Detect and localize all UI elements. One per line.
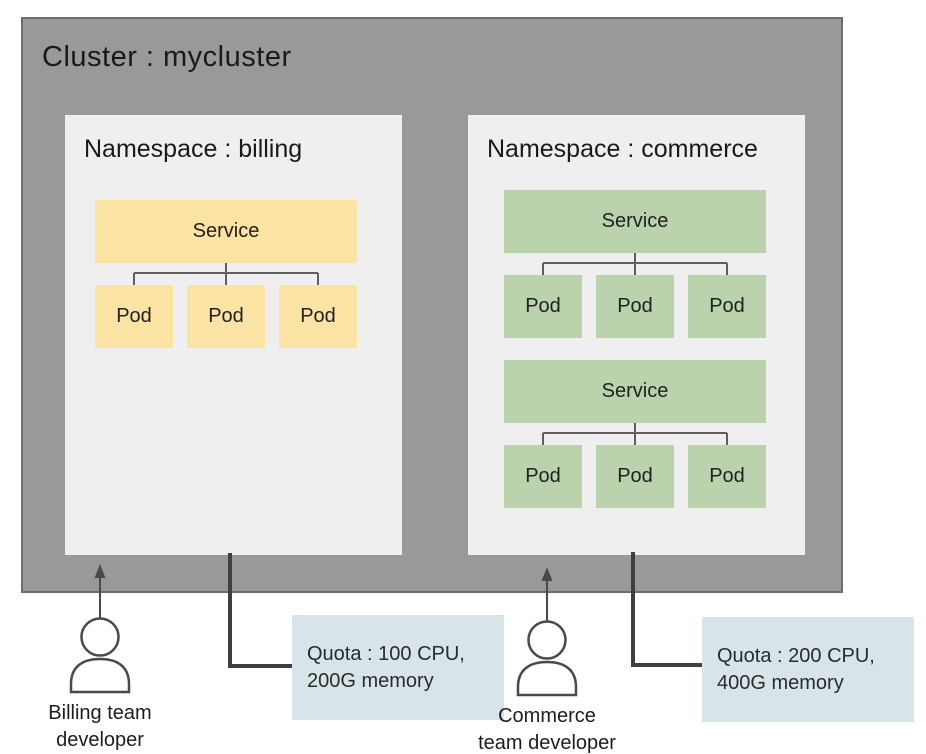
billing-actor-label: Billing team developer — [10, 700, 190, 754]
billing-service-group: Service Pod Pod Pod — [95, 200, 357, 348]
quota-text-line: Quota : 100 CPU, — [307, 642, 465, 665]
pod-box: Pod — [688, 445, 766, 508]
cluster-box: Cluster : mycluster Namespace : billing … — [21, 17, 843, 593]
cluster-title: Cluster : mycluster — [42, 41, 292, 73]
commerce-quota-connector-line — [631, 663, 702, 667]
pod-box: Pod — [688, 275, 766, 338]
billing-quota-box: Quota : 100 CPU, 200G memory — [292, 615, 504, 720]
billing-quota-connector-line — [228, 553, 232, 668]
pod-box: Pod — [279, 285, 357, 348]
tree-connector-icon — [542, 253, 728, 275]
billing-quota-connector-line — [228, 664, 292, 668]
actor-label-line: developer — [56, 729, 144, 751]
pod-box: Pod — [596, 275, 674, 338]
pod-row: Pod Pod Pod — [95, 285, 357, 348]
service-box: Service — [95, 200, 357, 263]
pod-box: Pod — [95, 285, 173, 348]
namespace-commerce-title: Namespace : commerce — [487, 135, 758, 163]
pod-box: Pod — [187, 285, 265, 348]
pod-box: Pod — [504, 445, 582, 508]
commerce-service-group-1: Service Pod Pod Pod — [504, 190, 766, 338]
pod-box: Pod — [596, 445, 674, 508]
arrow-up-icon — [94, 564, 106, 618]
tree-connector-icon — [542, 423, 728, 445]
service-box: Service — [504, 360, 766, 423]
pod-row: Pod Pod Pod — [504, 275, 766, 338]
quota-text-line: Quota : 200 CPU, — [717, 644, 875, 667]
person-icon — [69, 617, 131, 694]
quota-text-line: 400G memory — [717, 671, 844, 694]
commerce-actor-label: Commerce team developer — [457, 703, 637, 754]
pod-box: Pod — [504, 275, 582, 338]
actor-label-line: team developer — [478, 732, 616, 754]
actor-label-line: Billing team — [48, 702, 152, 724]
actor-label-line: Commerce — [498, 705, 596, 727]
commerce-service-group-2: Service Pod Pod Pod — [504, 360, 766, 508]
tree-connector-icon — [133, 263, 319, 285]
commerce-quota-box: Quota : 200 CPU, 400G memory — [702, 617, 914, 722]
quota-text-line: 200G memory — [307, 669, 434, 692]
pod-row: Pod Pod Pod — [504, 445, 766, 508]
namespace-billing-title: Namespace : billing — [84, 135, 303, 163]
arrow-up-icon — [541, 567, 553, 621]
namespace-commerce-box: Namespace : commerce Service Pod Pod Pod… — [468, 115, 805, 555]
person-icon — [516, 620, 578, 697]
namespace-billing-box: Namespace : billing Service Pod Pod Pod — [65, 115, 402, 555]
commerce-quota-connector-line — [631, 552, 635, 667]
service-box: Service — [504, 190, 766, 253]
